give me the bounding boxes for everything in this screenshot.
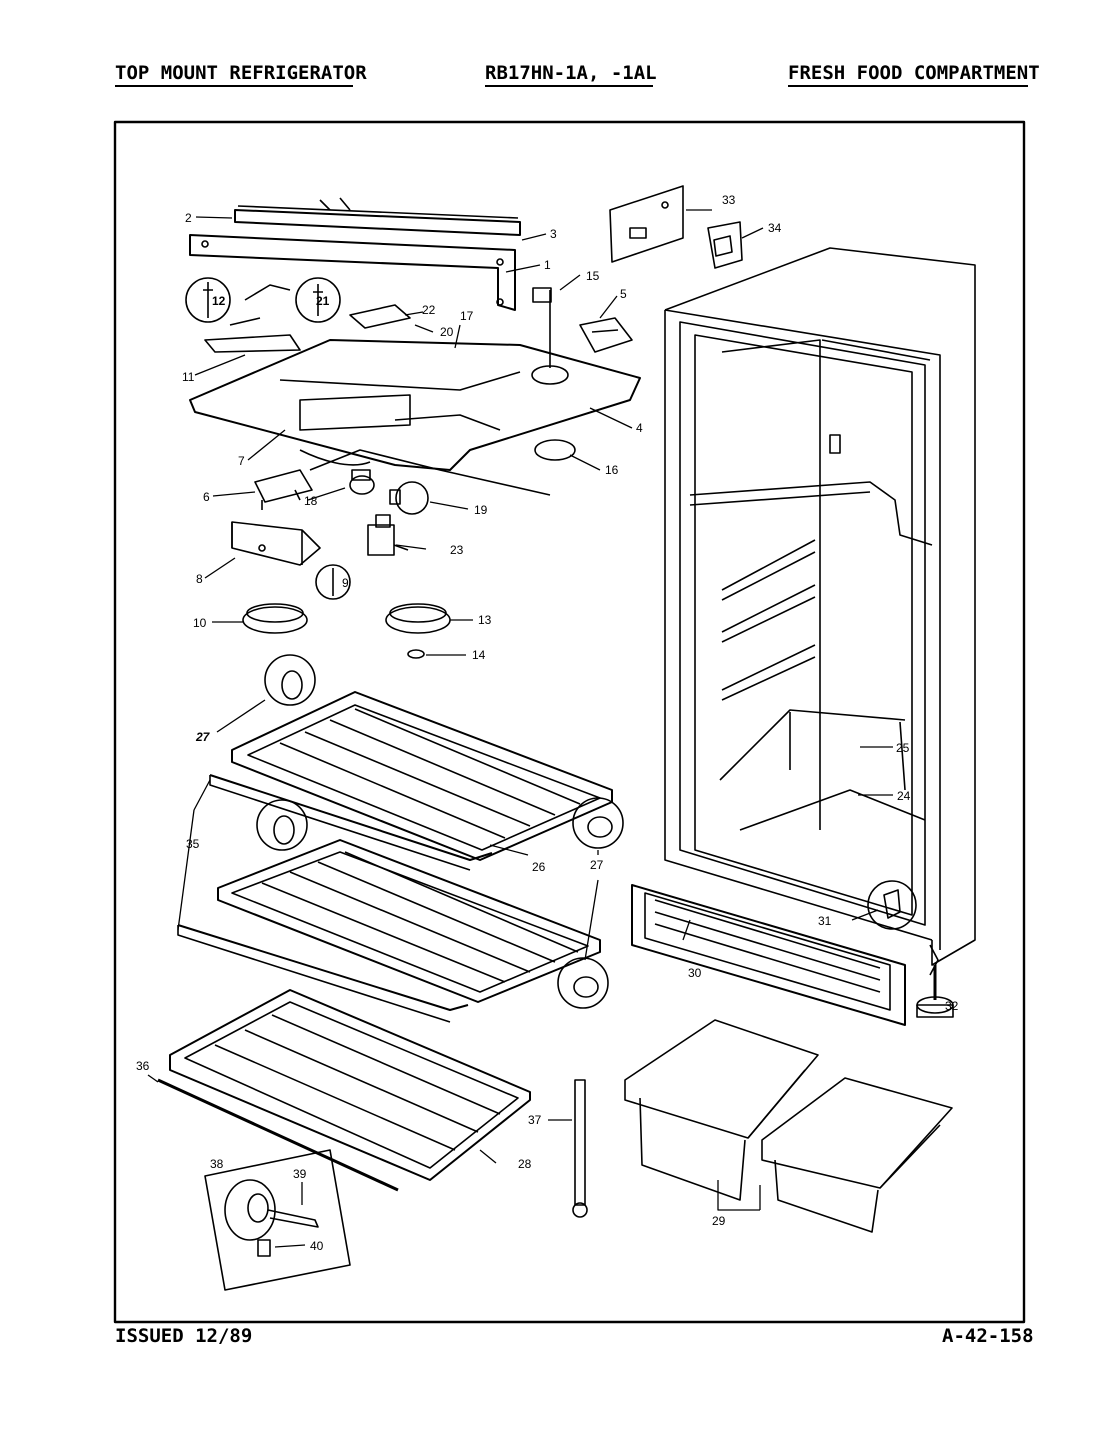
- callout-28: 28: [518, 1157, 532, 1171]
- callout-8: 8: [196, 572, 203, 586]
- callout-11: 11: [182, 370, 195, 384]
- callout-18: 18: [304, 494, 318, 508]
- callout-14: 14: [472, 648, 486, 662]
- callout-33: 33: [722, 193, 736, 207]
- callout-13: 13: [478, 613, 492, 627]
- thermometer: [572, 1079, 588, 1218]
- footer-document-number: A-42-158: [942, 1325, 1034, 1347]
- callout-23: 23: [450, 543, 464, 557]
- callout-36: 36: [136, 1059, 150, 1073]
- leader-lines: [147, 209, 893, 1248]
- callout-27-left: 27: [195, 730, 211, 744]
- callout-6: 6: [203, 490, 210, 504]
- wire-shelf-upper: [209, 691, 613, 871]
- refrigerator-cabinet: [664, 247, 976, 976]
- diagram-frame: [113, 120, 1026, 1324]
- callout-22: 22: [422, 303, 436, 317]
- grille: [631, 884, 906, 1026]
- detail-circles: [185, 277, 917, 1009]
- crisper-left: [624, 1019, 819, 1201]
- callout-10: 10: [193, 616, 207, 630]
- callout-7: 7: [238, 454, 245, 468]
- header-model-number: RB17HN-1A, -1AL: [485, 62, 657, 84]
- callout-26: 26: [532, 860, 546, 874]
- callout-19: 19: [474, 503, 488, 517]
- callout-5: 5: [620, 287, 627, 301]
- crisper-right: [761, 1077, 953, 1233]
- callout-40: 40: [310, 1239, 324, 1253]
- callout-25: 25: [896, 741, 910, 755]
- callout-17: 17: [460, 309, 474, 323]
- callout-34: 34: [768, 221, 782, 235]
- leveling-leg: [916, 965, 954, 1018]
- callout-15: 15: [586, 269, 600, 283]
- crisper-cover-shelf: [157, 989, 531, 1192]
- callout-4: 4: [636, 421, 643, 435]
- callout-29: 29: [712, 1214, 726, 1228]
- callout-9: 9: [342, 576, 349, 590]
- callout-3: 3: [550, 227, 557, 241]
- header-underline-left: [115, 85, 353, 87]
- callout-31: 31: [818, 914, 832, 928]
- callout-32: 32: [945, 999, 959, 1013]
- callout-39: 39: [293, 1167, 307, 1181]
- callout-37: 37: [528, 1113, 542, 1127]
- callout-30: 30: [688, 966, 702, 980]
- header-underline-right: [788, 85, 1028, 87]
- roller-detail-box: [204, 1149, 351, 1291]
- callout-1: 1: [544, 258, 551, 272]
- callout-2: 2: [185, 211, 192, 225]
- callout-35: 35: [186, 837, 200, 851]
- header-underline-center: [485, 85, 653, 87]
- header-section-title: FRESH FOOD COMPARTMENT: [788, 62, 1040, 84]
- callout-27-right: 27: [590, 858, 604, 872]
- callout-16: 16: [605, 463, 619, 477]
- footer-issued-date: ISSUED 12/89: [115, 1325, 253, 1347]
- control-assembly: [189, 185, 743, 659]
- header-left-title: TOP MOUNT REFRIGERATOR: [115, 62, 367, 84]
- callout-24: 24: [897, 789, 911, 803]
- callout-12: 12: [212, 294, 226, 308]
- callout-21: 21: [316, 294, 330, 308]
- callout-38: 38: [210, 1157, 224, 1171]
- callout-labels: 2 3 1 15 5 4 33 34 17 22 20 11 7 6 18 19…: [136, 193, 959, 1253]
- callout-20: 20: [440, 325, 454, 339]
